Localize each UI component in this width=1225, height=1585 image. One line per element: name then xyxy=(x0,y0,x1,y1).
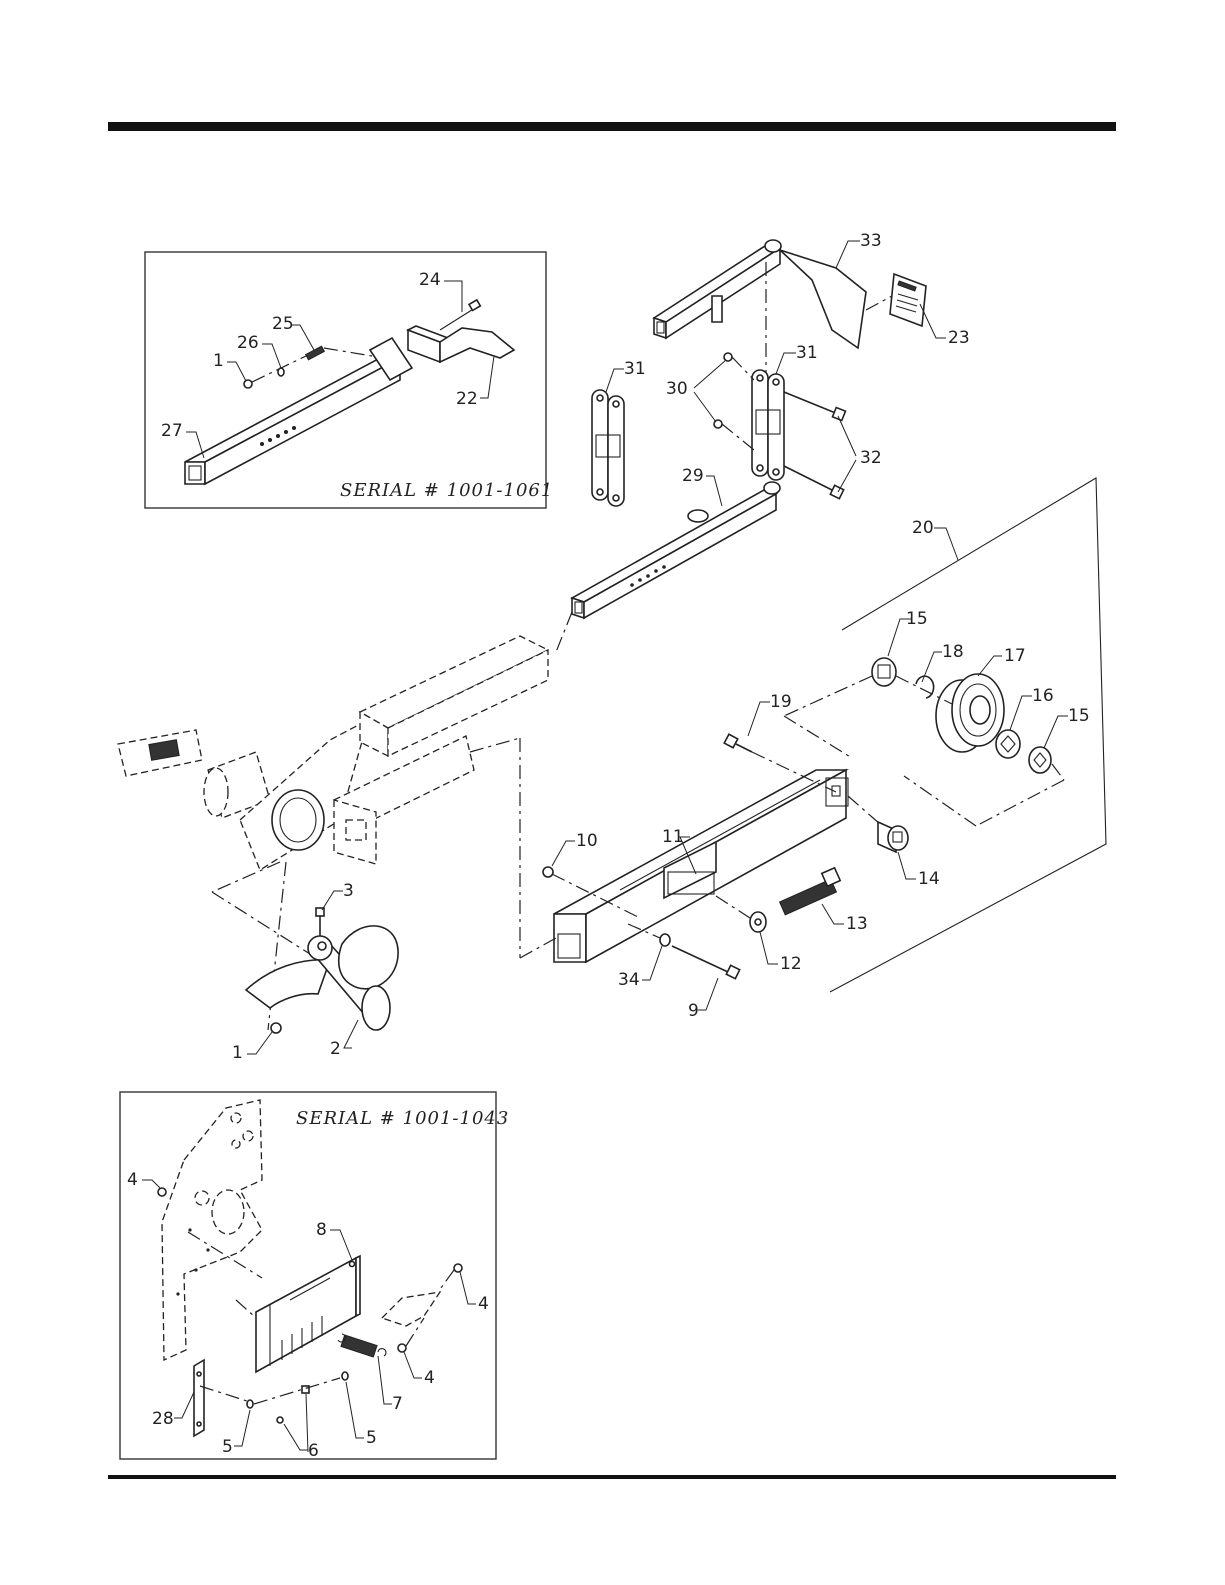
part-1-nut-upper xyxy=(244,380,252,388)
upper-inset-serial: SERIAL # 1001-1061 xyxy=(340,480,553,501)
lower-inset: SERIAL # 1001-1043 xyxy=(120,1092,509,1461)
part-17-wheel xyxy=(936,674,1004,752)
callout-16: 16 xyxy=(1032,686,1054,706)
callout-7: 7 xyxy=(392,1394,403,1414)
callout-31-right: 31 xyxy=(796,343,818,363)
part-18-snap-ring xyxy=(916,676,934,698)
callout-24: 24 xyxy=(419,270,441,290)
part-15-washer-right xyxy=(1029,747,1051,773)
part-33-lift-arm xyxy=(654,240,866,348)
callout-6: 6 xyxy=(308,1441,319,1461)
part-5-washer-a xyxy=(247,1400,253,1408)
callout-29: 29 xyxy=(682,466,704,486)
callout-18: 18 xyxy=(942,642,964,662)
reference-tractor-mount xyxy=(118,636,548,870)
callout-20: 20 xyxy=(912,518,934,538)
part-22-pan xyxy=(440,328,514,362)
part-25-spring xyxy=(306,346,372,360)
callout-17: 17 xyxy=(1004,646,1026,666)
callout-14: 14 xyxy=(918,869,940,889)
part-10-nut xyxy=(543,867,553,877)
part-6-bolt-a xyxy=(277,1417,283,1423)
callout-11: 11 xyxy=(662,827,684,847)
part-23-decal xyxy=(890,274,926,326)
part-8-guard-plate xyxy=(256,1256,360,1372)
part-2-auger xyxy=(246,926,398,1030)
callout-13: 13 xyxy=(846,914,868,934)
callout-26: 26 xyxy=(237,333,259,353)
callout-19: 19 xyxy=(770,692,792,712)
callout-4-right: 4 xyxy=(478,1294,489,1314)
part-29-tube xyxy=(572,482,780,618)
callout-4-left: 4 xyxy=(127,1170,138,1190)
part-31-link-left xyxy=(592,390,624,506)
part-32-bolts xyxy=(784,392,846,499)
part-28-bar xyxy=(194,1360,204,1436)
part-14-bushing xyxy=(878,822,908,852)
callout-28: 28 xyxy=(152,1409,174,1429)
callout-15-left: 15 xyxy=(906,609,928,629)
part-34-washer xyxy=(660,934,670,946)
part-9-bolt xyxy=(672,946,740,979)
callout-23: 23 xyxy=(948,328,970,348)
callout-1-upper: 1 xyxy=(213,351,224,371)
callout-34: 34 xyxy=(618,970,640,990)
part-4-nut-b xyxy=(454,1264,462,1272)
part-15-washer-left xyxy=(872,658,896,686)
callout-10: 10 xyxy=(576,831,598,851)
callout-5-right: 5 xyxy=(366,1428,377,1448)
part-4-nut-a xyxy=(158,1188,166,1196)
callout-27: 27 xyxy=(161,421,183,441)
callout-3: 3 xyxy=(343,881,354,901)
callout-32: 32 xyxy=(860,448,882,468)
part-30-nuts xyxy=(714,353,732,428)
part-6-bolt-b xyxy=(302,1386,309,1393)
upper-inset: SERIAL # 1001-1061 24 25 26 1 27 22 xyxy=(145,252,553,508)
callout-8: 8 xyxy=(316,1220,327,1240)
lower-inset-serial: SERIAL # 1001-1043 xyxy=(296,1108,509,1129)
callout-1-lower: 1 xyxy=(232,1043,243,1063)
part-7-spring xyxy=(338,1334,386,1357)
part-13-adjust-bolt xyxy=(780,868,841,915)
part-24-bolt xyxy=(440,300,480,330)
part-11-frame xyxy=(554,770,848,962)
callout-4-center: 4 xyxy=(424,1368,435,1388)
callout-9: 9 xyxy=(688,1001,699,1021)
part-27-tube xyxy=(185,358,400,484)
callout-30: 30 xyxy=(666,379,688,399)
callout-25: 25 xyxy=(272,314,294,334)
callout-33: 33 xyxy=(860,231,882,251)
callout-2: 2 xyxy=(330,1039,341,1059)
part-3-bolt xyxy=(316,908,324,936)
callout-12: 12 xyxy=(780,954,802,974)
part-4-nut-c xyxy=(398,1344,406,1352)
callout-5-left: 5 xyxy=(222,1437,233,1457)
callout-15-right: 15 xyxy=(1068,706,1090,726)
part-5-washer-b xyxy=(342,1372,348,1380)
callout-22: 22 xyxy=(456,389,478,409)
part-31-link-right xyxy=(752,370,784,480)
part-1-nut-lower xyxy=(271,1023,281,1033)
part-12-nut xyxy=(750,912,766,932)
part-16-spacer xyxy=(996,730,1020,758)
callout-31-left: 31 xyxy=(624,359,646,379)
